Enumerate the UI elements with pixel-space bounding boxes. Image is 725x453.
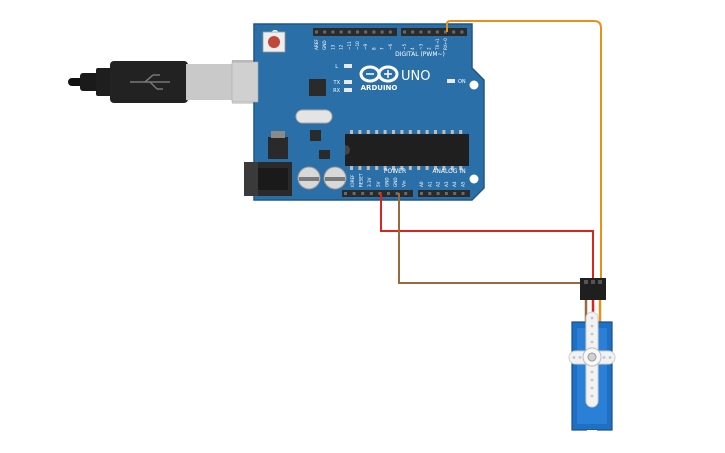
power-header-label: POWER: [384, 168, 406, 175]
header-pin[interactable]: [411, 30, 415, 34]
usb-chip: [309, 79, 326, 96]
pin-label: A3: [444, 181, 449, 187]
servo-horn[interactable]: [568, 311, 616, 408]
status-leds: L TX RX ON: [333, 64, 466, 94]
led-on-label: ON: [458, 79, 466, 85]
pin-label: GND: [322, 40, 327, 50]
pin-label: ~3: [418, 43, 423, 50]
header-pin[interactable]: [403, 30, 406, 34]
pin-label: 7: [380, 47, 385, 50]
header-pin[interactable]: [339, 30, 343, 34]
header-pin[interactable]: [347, 30, 351, 34]
pin-label: TX→1: [435, 38, 440, 51]
wire-signal[interactable]: [446, 20, 602, 282]
wire-power-5v[interactable]: [380, 193, 594, 282]
header-pin[interactable]: [427, 30, 431, 34]
header-pin[interactable]: [420, 192, 423, 195]
digital-header-label: DIGITAL (PWM~): [395, 51, 445, 58]
header-pin[interactable]: [419, 30, 423, 34]
usb-symbol-icon: [130, 74, 170, 90]
header-pin[interactable]: [444, 30, 447, 34]
voltage-regulator: [268, 131, 288, 159]
header-pin[interactable]: [395, 192, 399, 195]
analog-header-label: ANALOG IN: [432, 168, 465, 175]
arduino-logo-icon: ARDUINO UNO: [359, 65, 430, 92]
pin-label: 8: [371, 47, 376, 50]
header-pin[interactable]: [452, 30, 456, 34]
brand-label: ARDUINO: [361, 84, 398, 92]
pin-label: GND: [384, 177, 389, 187]
crystal-oscillator: [295, 109, 333, 124]
pin-label: A0: [419, 181, 424, 187]
pin-label: 5V: [376, 181, 381, 187]
header-pin[interactable]: [315, 30, 318, 34]
header-pin[interactable]: [361, 192, 365, 195]
led-tx-label: TX: [333, 80, 341, 86]
header-pin[interactable]: [460, 30, 464, 34]
pin-label: IOREF: [350, 174, 355, 187]
header-pin[interactable]: [356, 30, 359, 34]
pin-label: AREF: [314, 39, 319, 50]
pin-label: ~5: [402, 43, 407, 50]
header-pin[interactable]: [323, 30, 327, 34]
pin-label: ~10: [355, 41, 360, 50]
wire-ground[interactable]: [398, 193, 585, 284]
header-pin[interactable]: [444, 192, 448, 195]
pin-label: 3.3V: [367, 177, 372, 187]
header-pin[interactable]: [369, 192, 373, 195]
pin-label: A1: [427, 181, 432, 187]
reset-button-icon[interactable]: [262, 31, 286, 53]
header-pin[interactable]: [378, 192, 382, 195]
header-pin[interactable]: [372, 30, 376, 34]
pin-label: 12: [339, 44, 344, 50]
header-pin[interactable]: [453, 192, 457, 195]
header-pin[interactable]: [388, 30, 392, 34]
header-pin[interactable]: [461, 192, 465, 195]
capacitor: [297, 166, 347, 190]
header-pin[interactable]: [364, 30, 368, 34]
pin-label: 4: [410, 47, 415, 50]
header-pin[interactable]: [380, 30, 384, 34]
header-pin[interactable]: [352, 192, 356, 195]
arduino-uno-board[interactable]: L TX RX ON ARDUINO UNO: [231, 23, 485, 201]
atmega-chip: [345, 130, 469, 170]
pin-label: ~11: [347, 41, 352, 50]
pin-label: ~6: [388, 43, 393, 50]
pin-label: ~9: [363, 43, 368, 50]
header-pin[interactable]: [435, 30, 439, 34]
pin-label: A4: [452, 181, 457, 187]
pin-label: 2: [427, 47, 432, 50]
pin-label: RX←0: [443, 38, 448, 50]
mounting-hole: [469, 80, 479, 90]
pin-label: A2: [436, 181, 441, 187]
servo-motor-icon[interactable]: [568, 278, 616, 435]
header-pin[interactable]: [331, 30, 335, 34]
header-pin[interactable]: [404, 192, 408, 195]
pin-label: 13: [330, 44, 335, 50]
power-jack: [244, 162, 292, 196]
led-l-label: L: [335, 64, 338, 70]
pin-label: GND: [393, 177, 398, 187]
led-rx-label: RX: [333, 88, 340, 94]
header-pin[interactable]: [387, 192, 390, 195]
mounting-hole: [469, 174, 479, 184]
header-pin[interactable]: [344, 192, 347, 195]
pin-label: Vin: [402, 180, 407, 187]
model-label: UNO: [401, 69, 430, 84]
header-pin[interactable]: [436, 192, 440, 195]
header-pin[interactable]: [428, 192, 432, 195]
small-chip: [319, 150, 330, 159]
pin-label: A5: [461, 181, 466, 187]
small-chip: [310, 130, 321, 141]
pin-label: RESET: [359, 173, 364, 187]
